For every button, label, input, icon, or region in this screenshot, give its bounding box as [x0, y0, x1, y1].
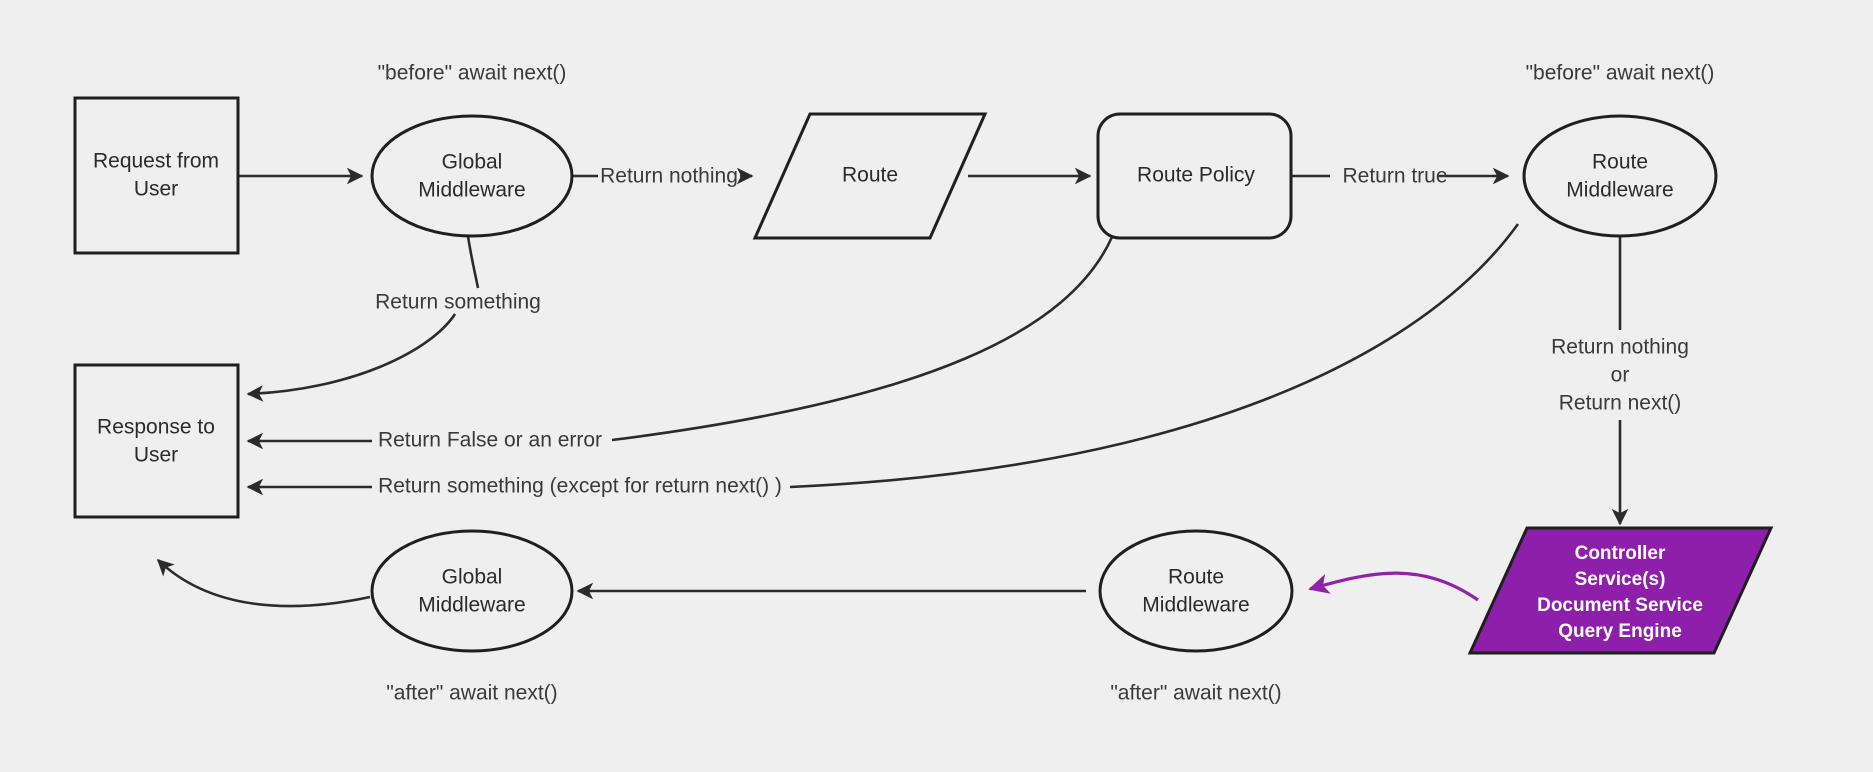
- annotation-after-global-middleware: "after" await next(): [386, 682, 557, 705]
- controller-services-label-line2: Service(s): [1575, 569, 1666, 590]
- route-policy-label: Route Policy: [1137, 164, 1255, 187]
- controller-services-label-line1: Controller: [1575, 543, 1666, 564]
- route-label: Route: [842, 164, 898, 187]
- controller-services-label-line4: Query Engine: [1558, 621, 1682, 642]
- edge-label-return-nothing-or-next-line3: Return next(): [1559, 392, 1682, 415]
- node-request-from-user[interactable]: Request from User: [73, 96, 240, 255]
- node-route-policy[interactable]: Route Policy: [1096, 112, 1293, 240]
- edge-label-return-true: Return true: [1342, 165, 1447, 188]
- controller-services-shape: [1467, 526, 1774, 655]
- annotation-after-route-middleware: "after" await next(): [1110, 682, 1281, 705]
- edge-global-middleware-bottom-to-response: [156, 558, 371, 608]
- request-from-user-label-line2: User: [134, 178, 178, 201]
- edge-controller-to-route-middleware-purple: [1308, 571, 1479, 602]
- edge-label-return-nothing-or-next-line1: Return nothing: [1551, 336, 1689, 359]
- node-controller-services[interactable]: Controller Service(s) Document Service Q…: [1467, 526, 1774, 655]
- global-middleware-bottom-shape: [370, 529, 574, 653]
- route-middleware-top-label-line2: Middleware: [1566, 179, 1673, 202]
- global-middleware-bottom-label-line2: Middleware: [418, 594, 525, 617]
- edge-label-return-something: Return something: [375, 291, 541, 314]
- edge-label-return-something-except: Return something (except for return next…: [378, 475, 782, 498]
- route-middleware-bottom-shape: [1098, 529, 1294, 653]
- global-middleware-bottom-label-line1: Global: [442, 566, 503, 589]
- response-to-user-label-line2: User: [134, 444, 178, 467]
- route-middleware-top-label-line1: Route: [1592, 151, 1648, 174]
- controller-services-label-line3: Document Service: [1537, 595, 1703, 616]
- edge-label-return-nothing: Return nothing: [600, 165, 738, 188]
- node-route[interactable]: Route: [752, 112, 988, 240]
- node-route-middleware-top[interactable]: Route Middleware: [1522, 114, 1718, 238]
- edge-route-policy-return-false-seg1: [611, 236, 1114, 442]
- annotation-before-global-middleware: "before" await next(): [378, 62, 567, 85]
- global-middleware-top-label-line2: Middleware: [418, 179, 525, 202]
- node-response-to-user[interactable]: Response to User: [73, 363, 240, 519]
- annotation-before-route-middleware: "before" await next(): [1526, 62, 1715, 85]
- request-from-user-shape: [73, 96, 240, 255]
- request-from-user-label-line1: Request from: [93, 150, 219, 173]
- node-global-middleware-bottom[interactable]: Global Middleware: [370, 529, 574, 653]
- route-shape: [752, 112, 988, 240]
- node-global-middleware-top[interactable]: Global Middleware: [370, 114, 574, 238]
- global-middleware-top-shape: [370, 114, 574, 238]
- node-route-middleware-bottom[interactable]: Route Middleware: [1098, 529, 1294, 653]
- route-middleware-bottom-label-line1: Route: [1168, 566, 1224, 589]
- route-middleware-top-shape: [1522, 114, 1718, 238]
- edge-label-return-nothing-or-next-line2: or: [1611, 364, 1630, 387]
- edge-global-middleware-return-something-seg2: [246, 313, 457, 402]
- response-to-user-label-line1: Response to: [97, 416, 215, 439]
- global-middleware-top-label-line1: Global: [442, 151, 503, 174]
- route-middleware-bottom-label-line2: Middleware: [1142, 594, 1249, 617]
- edge-label-return-false-or-error: Return False or an error: [378, 429, 602, 452]
- response-to-user-shape: [73, 363, 240, 519]
- edge-route-middleware-return-something-seg1: [789, 223, 1520, 489]
- route-policy-shape: [1096, 112, 1293, 240]
